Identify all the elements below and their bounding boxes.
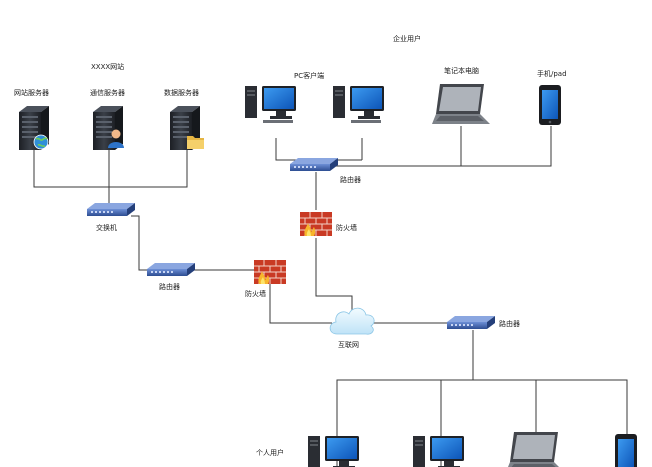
website-label: XXXX网站 [91,62,124,71]
comm-server-label: 通信服务器 [90,88,125,97]
router-left-device [147,263,195,276]
router-icon [147,263,195,276]
folder-icon [187,136,204,149]
desktop-pc-icon [308,436,359,467]
phone-icon [539,85,561,125]
firewall-right-device [299,211,333,237]
switch-device [87,203,135,216]
laptop-icon [506,432,564,467]
personal-users-label: 个人用户 [256,448,284,457]
data-server [170,106,204,150]
router-right-device [447,316,495,329]
firewall-right-label: 防火墙 [336,223,357,232]
pc-personal-2 [413,436,464,467]
comm-server [93,106,124,150]
phone-personal [615,434,637,467]
data-server-label: 数据服务器 [164,88,199,97]
switch-icon [87,203,135,216]
pc-client-1 [245,86,296,123]
firewall-left-label: 防火墙 [245,289,266,298]
firewall-icon [299,211,333,237]
cloud-icon [329,307,375,335]
router-top-label: 路由器 [340,175,361,184]
web-server [19,106,49,150]
desktop-pc-icon [333,86,384,123]
connection-lines [33,126,628,467]
pc-client-label: PC客户端 [294,71,324,80]
firewall-icon [253,259,287,285]
firewall-left-device [253,259,287,285]
switch-label: 交换机 [96,223,117,232]
desktop-pc-icon [413,436,464,467]
pc-client-2 [333,86,384,123]
internet-cloud [329,307,375,335]
phone-icon [615,434,637,467]
laptop-enterprise [432,84,490,124]
router-right-label: 路由器 [499,319,520,328]
router-left-label: 路由器 [159,282,180,291]
laptop-icon [432,84,490,124]
globe-icon [33,134,49,150]
router-icon [290,158,338,171]
phone-label: 手机/pad [537,69,567,78]
enterprise-users-label: 企业用户 [393,34,421,43]
desktop-pc-icon [245,86,296,123]
user-icon [108,129,124,148]
router-icon [447,316,495,329]
router-top-device [290,158,338,171]
pc-personal-1 [308,436,359,467]
phone-enterprise [539,85,561,125]
internet-label: 互联网 [338,340,359,349]
laptop-personal [506,432,564,467]
web-server-label: 网站服务器 [14,88,49,97]
laptop-label: 笔记本电脑 [444,66,479,75]
